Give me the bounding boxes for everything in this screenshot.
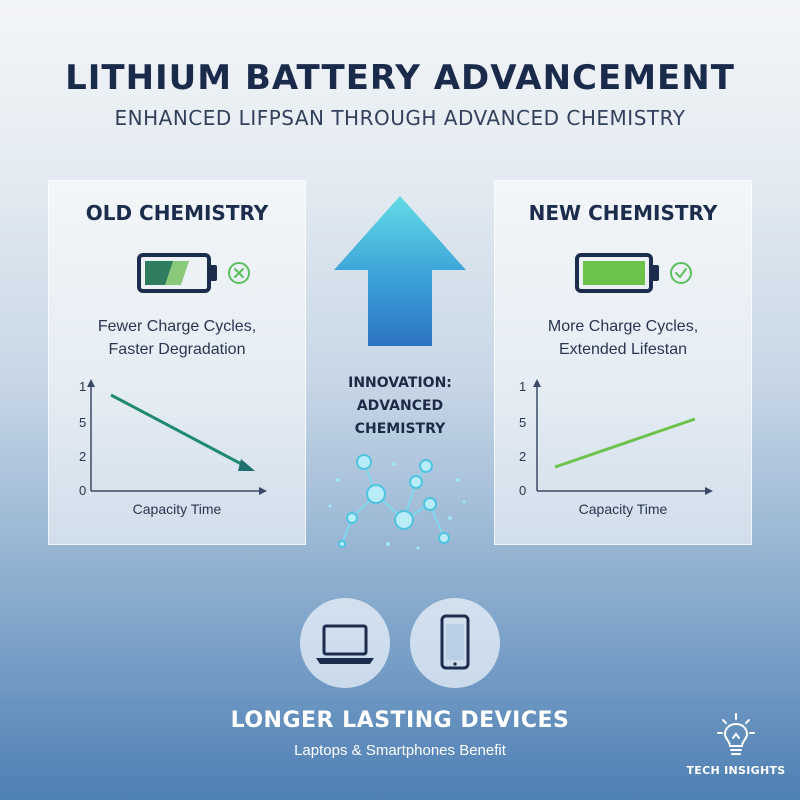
cross-circle-icon [228, 262, 250, 284]
molecule-icon [328, 454, 466, 550]
old-description-line1: Fewer Charge Cycles, [97, 318, 257, 335]
y-tick-1: 1 [519, 379, 526, 394]
y-tick-4: 0 [519, 483, 526, 497]
degradation-trend-line [110, 393, 248, 469]
y-tick-2: 5 [79, 415, 86, 430]
battery-full-icon [575, 253, 659, 293]
new-chemistry-description: More Charge Cycles, Extended Lifestan [495, 315, 751, 361]
footer-subtitle: Laptops & Smartphones Benefit [294, 742, 506, 759]
page-title: LITHIUM BATTERY ADVANCEMENT [65, 58, 735, 98]
innovation-line2: ADVANCED [356, 398, 444, 414]
up-arrow-icon [334, 196, 466, 346]
battery-low-icon [137, 253, 217, 293]
lightbulb-icon [717, 713, 755, 755]
innovation-line3: CHEMISTRY [354, 421, 446, 437]
old-graph-label: Capacity Time [132, 501, 222, 517]
capacity-trend-line [554, 417, 696, 469]
new-graph-label: Capacity Time [578, 501, 668, 517]
innovation-line1: INNOVATION: [348, 375, 452, 391]
old-capacity-graph: 1 5 2 0 [79, 379, 267, 497]
y-tick-3: 2 [79, 449, 86, 464]
smartphone-icon [440, 614, 470, 670]
new-chemistry-title: NEW CHEMISTRY [528, 201, 718, 225]
smartphone-circle [410, 598, 500, 688]
new-description-line2: Extended Lifestan [558, 341, 688, 358]
old-description-line2: Faster Degradation [108, 341, 246, 358]
old-chemistry-description: Fewer Charge Cycles, Faster Degradation [49, 315, 305, 361]
laptop-circle [300, 598, 390, 688]
check-circle-icon [670, 262, 692, 284]
old-chemistry-panel: OLD CHEMISTRY Fewer Charge Cycles, Faste… [48, 180, 306, 545]
brand-label: TECH INSIGHTS [686, 764, 786, 777]
new-description-line1: More Charge Cycles, [547, 318, 699, 335]
new-chemistry-panel: NEW CHEMISTRY More Charge Cycles, Extend… [494, 180, 752, 545]
footer-title: LONGER LASTING DEVICES [230, 708, 570, 733]
old-chemistry-title: OLD CHEMISTRY [85, 201, 269, 225]
y-tick-1: 1 [79, 379, 86, 394]
innovation-label: INNOVATION: ADVANCED CHEMISTRY [320, 372, 480, 441]
new-capacity-graph: 1 5 2 0 [519, 379, 713, 497]
page-subtitle: ENHANCED LIFPSAN THROUGH ADVANCED CHEMIS… [114, 106, 686, 130]
y-tick-4: 0 [79, 483, 86, 497]
y-tick-2: 5 [519, 415, 526, 430]
y-tick-3: 2 [519, 449, 526, 464]
laptop-icon [316, 624, 374, 664]
